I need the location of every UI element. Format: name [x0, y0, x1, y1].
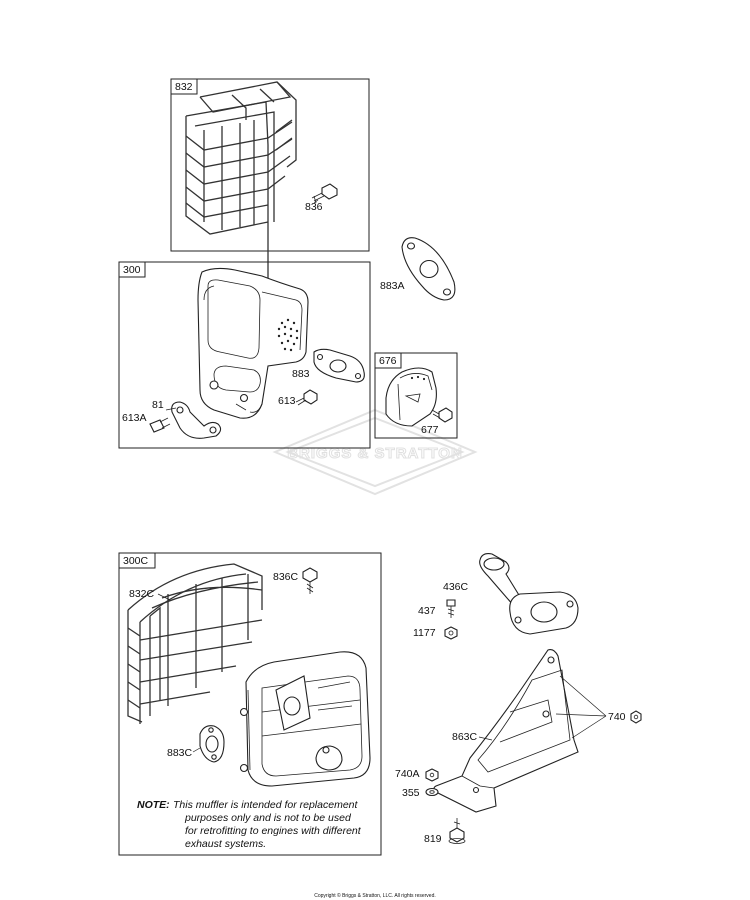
note-line-1: This muffler is intended for replacement	[173, 799, 358, 811]
muffler-300	[197, 267, 309, 419]
group-300c: 300C 832C 836C	[118, 552, 382, 856]
callout-819: 819	[424, 833, 442, 845]
group-tag-300c: 300C	[123, 555, 149, 567]
group-tag-300: 300	[123, 264, 141, 276]
gasket-883c	[199, 725, 225, 763]
screw-437	[446, 599, 456, 618]
watermark-text: BRIGGS & STRATTON	[287, 445, 463, 462]
callout-1177: 1177	[413, 627, 436, 639]
callout-81: 81	[152, 399, 164, 411]
callout-436c: 436C	[443, 581, 469, 593]
screw-613	[295, 389, 318, 406]
screw-677	[431, 407, 453, 423]
callout-740: 740	[608, 711, 626, 723]
brand-watermark: BRIGGS & STRATTON	[272, 408, 478, 496]
copyright-text: Copyright © Briggs & Stratton, LLC. All …	[314, 892, 436, 899]
screw-836c	[302, 567, 318, 594]
screw-613a	[149, 417, 171, 433]
callout-883: 883	[292, 368, 310, 380]
note-line-4: exhaust systems.	[185, 838, 266, 850]
nut-740	[630, 710, 642, 724]
callout-740-leaders	[555, 675, 607, 739]
gasket-883	[313, 348, 365, 383]
nut-1177	[444, 626, 458, 640]
group-300: 300 81	[118, 261, 371, 449]
exhaust-elbow-436c	[479, 553, 579, 635]
screw-819	[448, 818, 466, 844]
screw-836	[311, 183, 338, 204]
group-tag-832: 832	[175, 81, 193, 93]
callout-677: 677	[421, 424, 439, 436]
callout-437: 437	[418, 605, 436, 617]
wire-guard-832c	[127, 563, 263, 724]
note-label: NOTE:	[137, 799, 170, 811]
group-676: 676 677	[374, 352, 458, 439]
washer-355	[425, 787, 439, 797]
muffler-300c	[239, 651, 371, 787]
wire-guard-832	[185, 81, 297, 280]
callout-355: 355	[402, 787, 420, 799]
replacement-note: NOTE: This muffler is intended for repla…	[137, 799, 362, 850]
callout-863c: 863C	[452, 731, 478, 743]
callout-883c: 883C	[167, 747, 193, 759]
note-line-3: for retrofitting to engines with differe…	[185, 825, 362, 837]
callout-613: 613	[278, 395, 296, 407]
deflector-676	[385, 367, 437, 427]
callout-836c: 836C	[273, 571, 299, 583]
muffler-vent-dots	[277, 318, 299, 352]
callout-832c: 832C	[129, 588, 155, 600]
group-832: 832 836	[170, 78, 370, 280]
callout-883a: 883A	[380, 280, 405, 292]
callout-740a: 740A	[395, 768, 420, 780]
callout-836: 836	[305, 201, 323, 213]
callout-613a: 613A	[122, 412, 147, 424]
group-tag-676: 676	[379, 355, 397, 367]
nut-740a	[425, 768, 439, 782]
note-line-2: purposes only and is not to be used	[184, 812, 352, 824]
gasket-883a	[401, 237, 456, 301]
bracket-81	[171, 401, 222, 439]
